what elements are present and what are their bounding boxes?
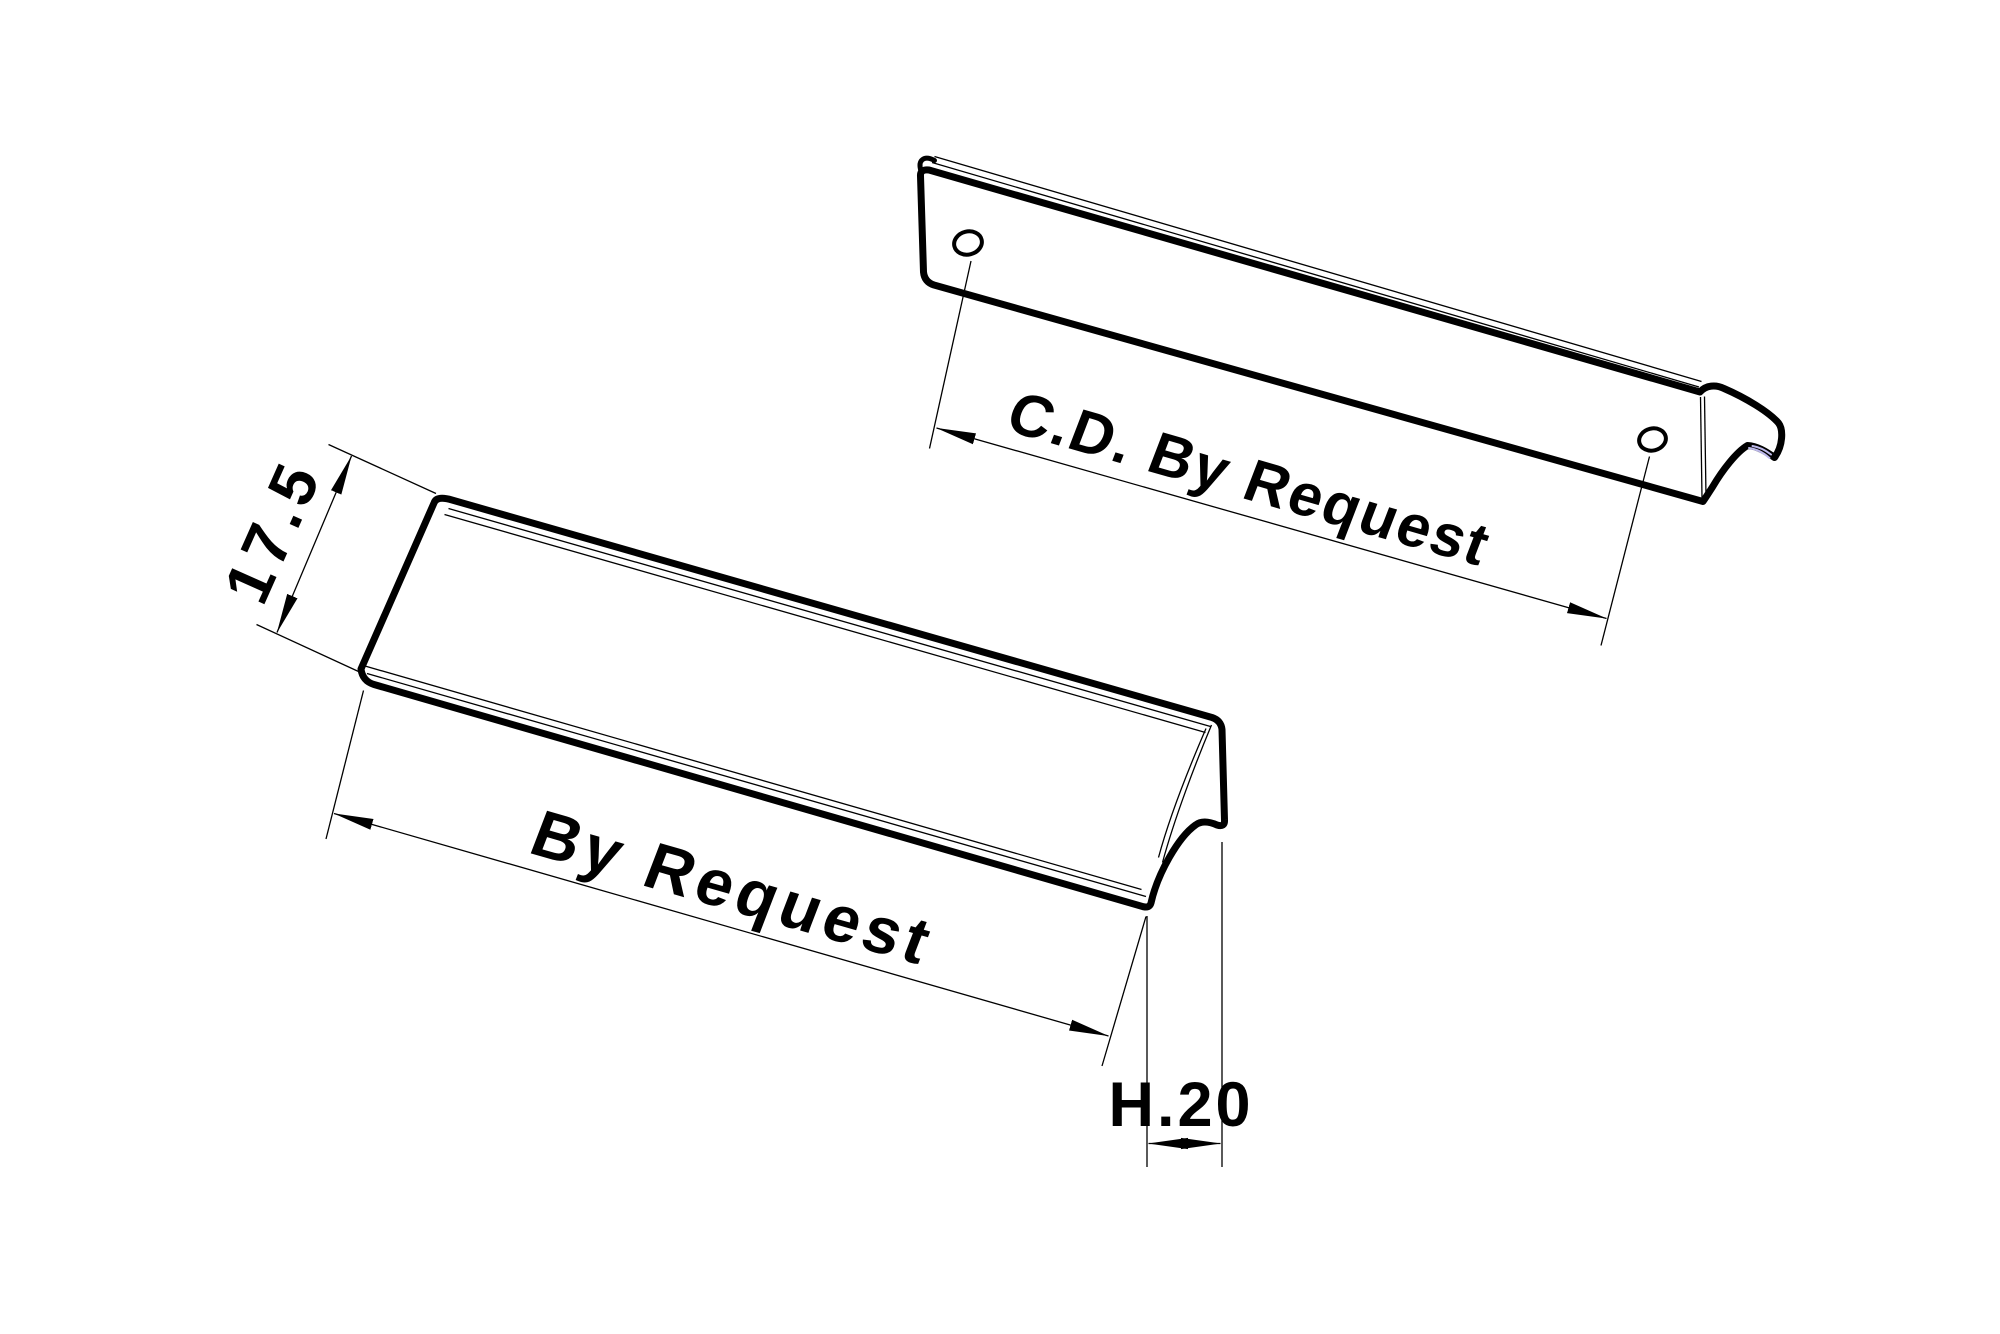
extension-line [1101,916,1147,1067]
rear-notch-hidden-edge-arc-2 [1751,445,1772,456]
dimension-label-depth: H.20 [1108,1070,1253,1140]
dimension-depth: H.20 [1108,842,1253,1167]
dimension-line [936,427,1607,620]
front-handle-outline [357,494,1229,911]
rear-view-handle [916,155,1786,505]
extension-line-from-left-hole [928,260,972,449]
dimension-line [333,812,1109,1037]
front-end-cap-edge-line-1 [1161,724,1213,863]
extension-line-from-right-hole [1600,456,1651,646]
front-end-cap-edge-line-2 [1157,728,1207,858]
rear-end-cap-edge-line-1 [1699,396,1703,499]
dimension-label-height: 17.5 [210,449,336,614]
rear-handle-lip-edge-line-1 [931,161,1700,388]
screw-hole-left [952,229,984,257]
front-top-edge-line-1 [448,507,1211,728]
rear-handle-outline [916,166,1786,505]
extension-line [256,623,359,673]
extension-line [328,443,437,495]
extension-line [325,690,365,840]
screw-hole-right [1637,426,1668,453]
rear-handle-lip-hook [917,155,937,174]
dimension-length: By Request [325,690,1147,1067]
rear-notch-hidden-edge-arc [1748,447,1771,459]
dimension-line [276,455,353,633]
front-top-edge-line-2 [444,513,1206,734]
front-view-handle [357,494,1229,911]
rear-handle-lip-edge-line-2 [934,155,1702,383]
dimension-label-hole-centers: C.D. By Request [999,379,1501,579]
dimension-height: 17.5 [210,443,437,673]
rear-end-cap-edge-line-2 [1703,396,1707,498]
dimension-label-length: By Request [521,797,945,980]
